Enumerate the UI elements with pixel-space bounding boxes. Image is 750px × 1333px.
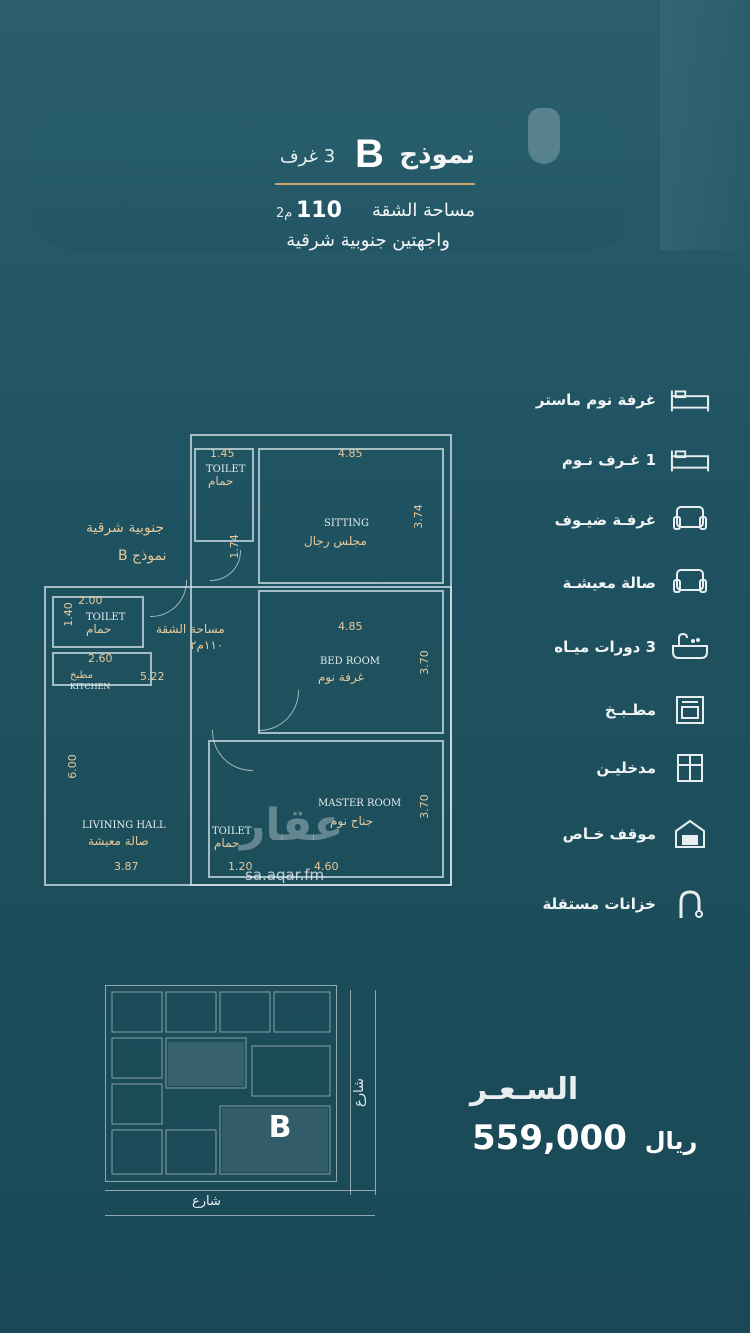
model-letter: B <box>355 132 384 176</box>
feature-item: غرفـة ضيـوف <box>480 500 710 540</box>
feature-item: خزانات مستقلة <box>480 884 710 924</box>
room-label-ar: صالة معيشة <box>88 834 149 848</box>
area-unit: 2م <box>276 206 293 221</box>
price-label: السـعـر <box>470 1072 579 1107</box>
feature-item: صالة معيشـة <box>480 563 710 603</box>
room-label-en: TOILET <box>86 612 126 623</box>
feature-label: خزانات مستقلة <box>542 895 656 913</box>
room-label-en: KITCHEN <box>70 682 111 691</box>
bed-icon <box>670 444 710 476</box>
room-label-ar: حمام <box>208 474 234 488</box>
armchair-icon <box>670 504 710 536</box>
room-label-ar: غرفة نوم <box>318 670 364 684</box>
header-divider <box>275 183 475 185</box>
feature-item: موقف خـاص <box>480 814 710 854</box>
feature-item: مدخليـن <box>480 748 710 788</box>
room-label-en: LIVINING HALL <box>82 820 166 831</box>
room-label-en: TOILET <box>206 464 246 475</box>
feature-label: غرفة نوم ماستر <box>535 391 656 409</box>
bed-icon <box>670 384 710 416</box>
room-label-ar: جناح نوم <box>330 814 374 828</box>
price-amount: 559,000 <box>472 1118 627 1158</box>
wall-toilet-left <box>52 596 144 648</box>
oven-icon <box>670 694 710 726</box>
dimension: 3.74 <box>411 504 425 529</box>
wall-kitchen <box>52 652 152 686</box>
dimension: 1.45 <box>210 447 235 460</box>
feature-label: 1 غـرف نـوم <box>561 451 656 469</box>
floor-plan: 1.45 4.85 3.74 1.74 2.00 1.40 4.85 3.70 … <box>40 430 460 890</box>
room-label-ar: حمام <box>86 622 112 636</box>
dimension: 6.00 <box>65 754 79 779</box>
site-model-letter: B <box>268 1110 292 1145</box>
feature-label: 3 دورات ميـاه <box>554 638 656 656</box>
feature-label: مطـبـخ <box>604 701 656 719</box>
aqar-logo: عقار <box>240 800 344 851</box>
feature-item: 3 دورات ميـاه <box>480 627 710 667</box>
dimension: 3.87 <box>114 860 139 873</box>
room-label-ar: حمام <box>214 836 240 850</box>
feature-item: 1 غـرف نـوم <box>480 440 710 480</box>
feature-label: صالة معيشـة <box>562 574 656 592</box>
site-plan-drawing <box>111 991 331 1175</box>
plan-note: نموذج B <box>118 548 167 564</box>
area-label: مساحة الشقة <box>372 200 475 221</box>
dimension: 1.74 <box>227 534 241 559</box>
door-icon <box>670 752 710 784</box>
dimension: 5.22 <box>140 670 165 683</box>
room-label-en: MASTER ROOM <box>318 798 402 809</box>
feature-label: موقف خـاص <box>562 825 656 843</box>
dimension: 4.85 <box>338 447 363 460</box>
wall-bedroom <box>258 590 444 734</box>
site-plan <box>105 985 337 1182</box>
street-label: شارع <box>192 1194 221 1209</box>
room-label-ar: مطبخ <box>70 670 94 681</box>
dimension: 1.20 <box>228 860 253 873</box>
plan-note: جنوبية شرقية <box>86 520 165 536</box>
facade-text: واجهتين جنوبية شرقية <box>286 230 450 251</box>
pipe-icon <box>670 888 710 920</box>
feature-label: غرفـة ضيـوف <box>554 511 656 529</box>
price-value: 559,000 ريال <box>472 1118 697 1158</box>
rooms-count: 3 غرف <box>280 146 336 167</box>
wall-outer-left <box>44 586 452 886</box>
dimension: 2.00 <box>78 594 103 607</box>
wall-master <box>208 740 444 878</box>
window-backdrop <box>660 0 750 250</box>
feature-item: مطـبـخ <box>480 690 710 730</box>
street-label: شارع <box>351 1078 367 1107</box>
room-label-en: TOILET <box>212 826 252 837</box>
armchair-icon <box>670 567 710 599</box>
street-horizontal <box>105 1190 375 1216</box>
currency-symbol: ريال <box>644 1127 698 1155</box>
vase-decor <box>528 108 560 164</box>
room-label-en: SITTING <box>324 518 370 529</box>
room-label-ar: ١١٠م٢ <box>190 638 224 652</box>
bathtub-icon <box>670 631 710 663</box>
feature-item: غرفة نوم ماستر <box>480 380 710 420</box>
dimension: 4.85 <box>338 620 363 633</box>
room-label-en: BED ROOM <box>320 656 381 667</box>
watermark-url: sa.aqar.fm <box>245 866 325 884</box>
dimension: 3.70 <box>417 650 431 675</box>
street-vertical <box>350 990 376 1195</box>
room-label-ar: مساحة الشقة <box>156 622 225 636</box>
dimension: 4.60 <box>314 860 339 873</box>
model-title: نموذج <box>399 140 475 170</box>
wall-sitting <box>258 448 444 584</box>
dimension: 1.40 <box>61 602 75 627</box>
room-label-ar: مجلس رجال <box>304 534 367 548</box>
area-value: 110 <box>296 198 342 223</box>
feature-label: مدخليـن <box>596 759 656 777</box>
dimension: 2.60 <box>88 652 113 665</box>
sofa-backdrop <box>30 110 630 250</box>
wall-toilet-top <box>194 448 254 542</box>
dimension: 3.70 <box>417 794 431 819</box>
garage-icon <box>670 818 710 850</box>
